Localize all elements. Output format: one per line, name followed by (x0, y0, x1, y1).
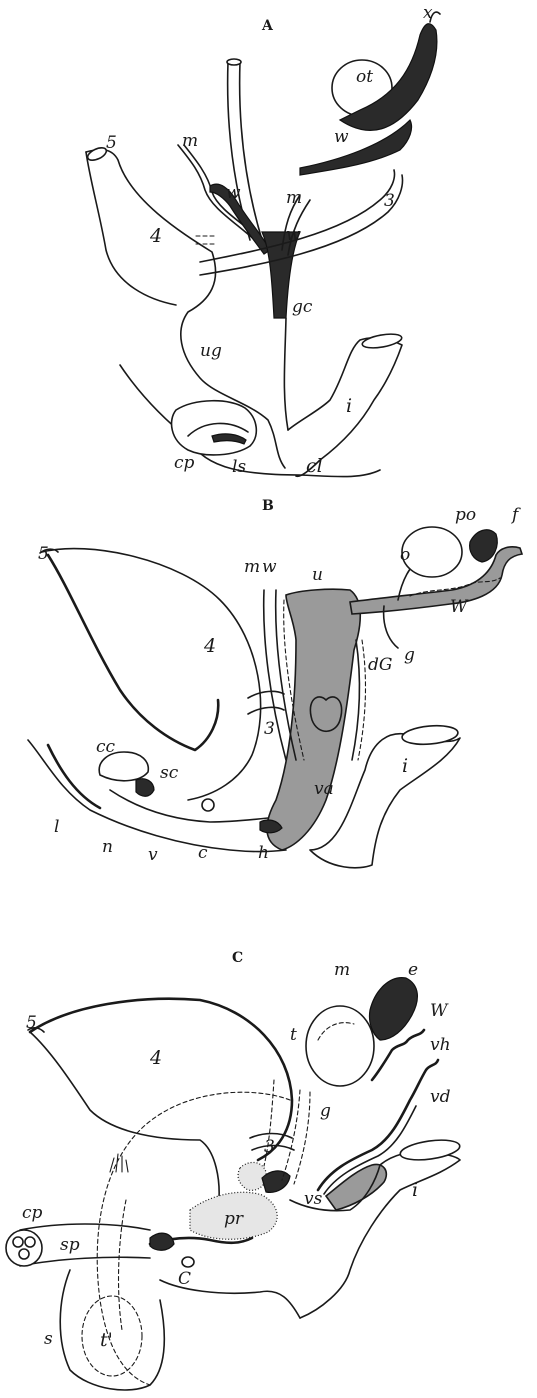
c-label-W: W (430, 1001, 449, 1021)
c-label-sp: sp (60, 1235, 80, 1255)
b-floor-outer (28, 740, 286, 852)
b-label-l: l (54, 817, 59, 837)
b-label-v: v (148, 845, 158, 865)
a-label-3: 3 (384, 191, 395, 211)
b-label-dG: dG (368, 655, 392, 675)
c-glans-cav-1 (13, 1237, 23, 1247)
b-label-f: f (510, 505, 521, 525)
c-label-pr: pr (224, 1209, 244, 1229)
a-label-4: 4 (149, 225, 162, 247)
b-label-n: n (102, 837, 113, 857)
c-label-m: m (334, 960, 350, 980)
b-ovary (402, 527, 462, 577)
c-intestine-opening (399, 1137, 461, 1163)
c-gubernaculum-2 (294, 1092, 310, 1184)
c-label-vs: vs (304, 1189, 323, 1209)
b-bladder-outer (42, 549, 261, 800)
c-prostate-upper (238, 1162, 266, 1190)
b-label-h: h (258, 843, 269, 863)
b-label-po: po (455, 505, 476, 525)
c-label-g: g (320, 1101, 331, 1121)
a-intestine-opening (361, 332, 402, 351)
c-glans (6, 1230, 42, 1266)
c-testis (306, 1006, 374, 1086)
b-label-w: w (262, 557, 277, 577)
b-parovarium (470, 530, 498, 562)
a-label-i: i (346, 395, 352, 417)
a-label-m-mid: m (286, 188, 302, 208)
c-label-5: 5 (26, 1013, 37, 1033)
b-label-W: W (450, 597, 469, 617)
a-label-w-mid: w (286, 225, 301, 245)
c-cowper (182, 1257, 194, 1267)
b-label-u: u (312, 565, 323, 585)
c-penis-upper (20, 1224, 150, 1230)
c-label-vd: vd (430, 1087, 451, 1107)
a-label-x: x (423, 3, 433, 23)
c-label-s: s (44, 1329, 53, 1349)
b-label-m: m (244, 557, 260, 577)
c-label-i: i (412, 1179, 418, 1201)
c-ejaculatory (262, 1171, 290, 1192)
c-label-e: e (408, 960, 418, 980)
b-label-o: o (400, 545, 410, 565)
c-descent-path-inner (119, 1200, 126, 1330)
a-label-5: 5 (106, 133, 117, 153)
b-sc (136, 779, 154, 797)
c-bulb (150, 1233, 174, 1250)
b-uterus-vagina (267, 589, 360, 850)
c-label-3: 3 (264, 1137, 275, 1157)
b-label-c: c (198, 843, 208, 863)
c-pubic-hair (110, 1154, 128, 1172)
a-ureter-opening (227, 59, 241, 65)
c-label-t: t (290, 1025, 297, 1045)
b-vestibule (110, 790, 268, 822)
c-bladder-left (30, 1032, 219, 1210)
c-label-cp: cp (22, 1203, 43, 1223)
a-label-cl: cl (306, 455, 323, 477)
c-glans-cav-3 (19, 1249, 29, 1259)
b-orifice (202, 799, 214, 811)
panel-a-title: A (261, 18, 274, 34)
a-label-m-left: m (182, 131, 198, 151)
b-label-sc: sc (160, 763, 179, 783)
a-label-ug: ug (200, 341, 222, 361)
b-label-i: i (402, 755, 408, 777)
panel-b-title: B (262, 498, 274, 514)
c-label-C: C (178, 1269, 191, 1289)
b-label-3: 3 (264, 719, 275, 739)
b-label-5: 5 (38, 544, 49, 564)
c-glans-cav-2 (25, 1237, 35, 1247)
c-label-t-prime: t' (100, 1329, 113, 1351)
b-label-g: g (404, 645, 415, 665)
a-label-gc: gc (292, 297, 313, 317)
a-genital-tubercle (172, 401, 257, 455)
panel-c-title: C (232, 950, 243, 966)
c-label-4: 4 (149, 1047, 162, 1069)
b-label-4: 4 (203, 635, 216, 657)
c-epididymis (369, 978, 417, 1040)
c-label-vh: vh (430, 1035, 451, 1055)
b-intestine-opening (401, 724, 458, 747)
panel-b: B 5 po (28, 498, 522, 868)
panel-c: C (6, 950, 461, 1390)
b-label-va: va (314, 779, 334, 799)
b-band-3 (248, 691, 284, 714)
b-label-cc: cc (96, 737, 116, 757)
a-bladder-left (86, 152, 176, 305)
a-urachus-opening (86, 145, 108, 163)
a-sinus-right (284, 318, 288, 430)
b-bladder-inner (48, 555, 218, 750)
a-label-ls: ls (232, 457, 246, 477)
a-label-cp: cp (174, 453, 195, 473)
panel-a: A (86, 3, 440, 477)
a-label-w-left: w (226, 183, 241, 203)
a-label-w-upper: w (334, 127, 349, 147)
b-round-ligament (384, 606, 398, 648)
a-label-ot: ot (356, 67, 373, 87)
